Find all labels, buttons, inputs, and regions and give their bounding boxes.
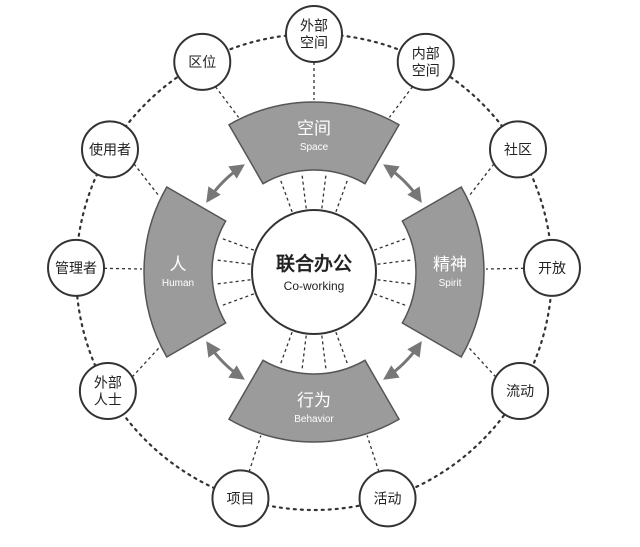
outer-spoke xyxy=(366,435,380,472)
node-external-space-label: 空间 xyxy=(300,36,328,52)
inner-spoke xyxy=(279,331,293,367)
sector-spirit-shape xyxy=(401,185,485,359)
outer-spoke xyxy=(468,346,497,378)
sector-behavior-shape xyxy=(227,359,401,443)
node-external-people-circle xyxy=(78,362,137,420)
cycle-arrows xyxy=(206,164,422,380)
inner-spoke xyxy=(301,172,307,209)
sector-space-subtitle: Space xyxy=(300,142,329,153)
inner-spoke xyxy=(377,259,414,265)
node-community-circle xyxy=(489,120,548,179)
inner-spoke xyxy=(214,259,251,265)
node-internal-space-label: 空间 xyxy=(412,63,440,79)
node-internal-space-label: 内部 xyxy=(412,46,440,62)
node-open: 开放 xyxy=(522,238,581,297)
sector-behavior: 行为 Behavior xyxy=(227,359,401,443)
outer-spoke xyxy=(468,163,495,197)
node-internal-space-circle xyxy=(396,32,455,91)
node-open-circle xyxy=(522,238,581,297)
center-hub: 联合办公 Co-working xyxy=(251,209,377,335)
inner-spoke xyxy=(335,177,349,213)
sector-space-shape xyxy=(227,101,401,185)
inner-spoke xyxy=(335,331,349,367)
node-project-label: 项目 xyxy=(226,491,254,507)
inner-spoke xyxy=(214,279,251,285)
sector-spirit: 精神 Spirit xyxy=(401,185,485,359)
outer-spoke xyxy=(388,86,414,118)
node-area: 区位 xyxy=(173,32,232,91)
node-manager: 管理者 xyxy=(47,238,106,297)
node-manager-circle xyxy=(47,238,106,297)
outer-spoke xyxy=(131,346,160,378)
node-activity-label: 活动 xyxy=(374,491,402,507)
bidirectional-arrow-icon xyxy=(383,341,422,380)
sector-spirit-title: 精神 xyxy=(433,255,467,275)
center-subtitle: Co-working xyxy=(284,279,345,293)
connector-lines xyxy=(104,62,524,472)
node-community-label: 社区 xyxy=(504,142,532,158)
node-area-circle xyxy=(173,32,232,91)
center-circle xyxy=(251,209,377,335)
inner-spoke xyxy=(377,279,414,285)
inner-spoke xyxy=(219,237,255,251)
inner-spoke xyxy=(219,293,255,307)
node-user: 使用者 xyxy=(80,120,139,179)
inner-spoke xyxy=(321,172,327,209)
sector-space: 空间 Space xyxy=(227,101,401,185)
inner-spoke xyxy=(321,335,327,372)
node-external-people-label: 外部 xyxy=(94,376,122,392)
node-flow: 流动 xyxy=(491,362,550,420)
sector-space-title: 空间 xyxy=(297,119,331,139)
sector-human: 人 Human xyxy=(143,185,227,359)
sector-behavior-subtitle: Behavior xyxy=(294,414,334,425)
sector-human-title: 人 xyxy=(170,255,187,275)
node-flow-label: 流动 xyxy=(506,384,534,400)
node-community: 社区 xyxy=(489,120,548,179)
node-external-people-label: 人士 xyxy=(94,393,122,409)
node-project: 项目 xyxy=(211,469,270,528)
bidirectional-arrow-icon xyxy=(206,341,245,380)
inner-spoke xyxy=(373,293,409,307)
node-activity-circle xyxy=(358,469,417,528)
node-external-space-circle xyxy=(285,5,343,63)
sector-blocks: 空间 Space 精神 Spirit 行为 Behavior 人 Human xyxy=(143,101,485,443)
node-area-label: 区位 xyxy=(188,55,216,71)
node-open-label: 开放 xyxy=(538,261,566,277)
outer-spoke xyxy=(133,163,160,197)
center-title: 联合办公 xyxy=(276,252,352,275)
node-manager-label: 管理者 xyxy=(55,261,97,277)
node-project-circle xyxy=(211,469,270,528)
sector-human-subtitle: Human xyxy=(162,278,194,289)
outer-spoke xyxy=(104,267,143,270)
node-flow-circle xyxy=(491,362,550,420)
inner-spoke xyxy=(301,335,307,372)
inner-spoke xyxy=(279,177,293,213)
node-user-label: 使用者 xyxy=(89,141,131,158)
sector-spirit-subtitle: Spirit xyxy=(439,278,462,289)
bidirectional-arrow-icon xyxy=(206,164,245,203)
outer-spoke xyxy=(248,435,262,472)
outer-spoke xyxy=(485,267,524,270)
node-user-circle xyxy=(80,120,139,179)
outer-spoke xyxy=(214,86,240,118)
sector-behavior-title: 行为 xyxy=(297,391,331,411)
bidirectional-arrow-icon xyxy=(383,164,422,203)
node-external-space-label: 外部 xyxy=(300,19,328,35)
inner-spoke xyxy=(373,237,409,251)
node-activity: 活动 xyxy=(358,469,417,528)
sector-human-shape xyxy=(143,185,227,359)
